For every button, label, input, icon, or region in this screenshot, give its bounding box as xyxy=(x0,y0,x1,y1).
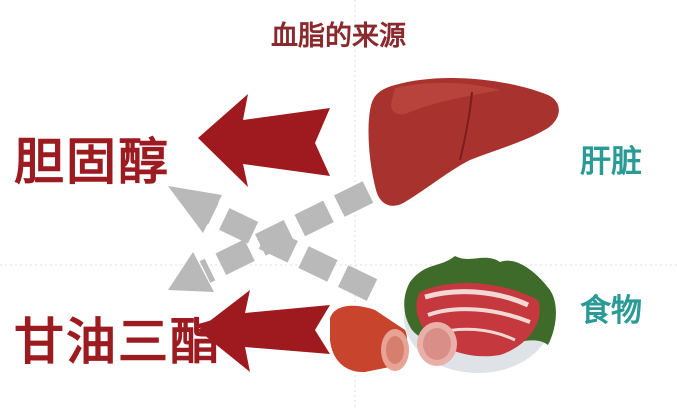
label-cholesterol: 胆固醇 xyxy=(14,133,170,191)
label-liver: 肝脏 xyxy=(580,144,642,180)
gray-arrow-food-to-cholesterol xyxy=(168,186,378,301)
gray-arrow-liver-to-triglycerides xyxy=(168,181,374,292)
food-illustration xyxy=(330,256,556,373)
liver-illustration xyxy=(368,77,559,206)
label-triglycerides: 甘油三酯 xyxy=(14,313,222,371)
diagram-title: 血脂的来源 xyxy=(271,21,406,52)
red-arrow-liver-to-cholesterol xyxy=(198,94,330,187)
label-food: 食物 xyxy=(580,293,642,329)
red-arrow-food-to-triglycerides xyxy=(198,290,330,372)
